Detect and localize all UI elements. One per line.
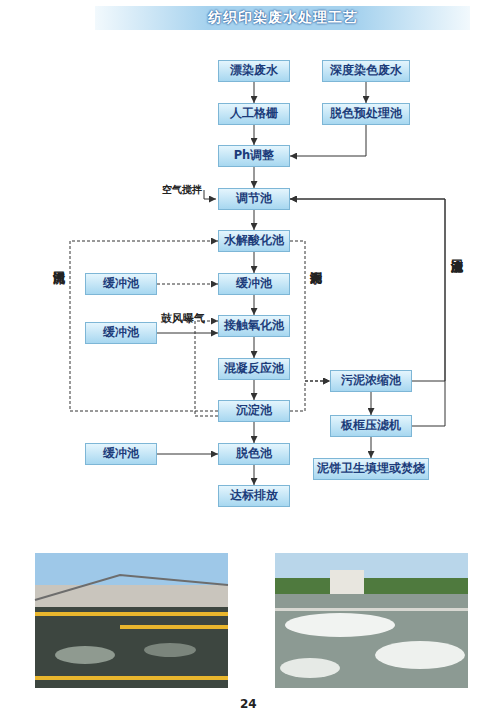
process-box: 泥饼卫生填埋或焚烧 — [313, 458, 429, 480]
box-label: 达标排放 — [230, 490, 278, 502]
process-box: 缓冲池 — [85, 443, 157, 465]
box-label: 混凝反应池 — [224, 363, 284, 375]
flow-arrow — [157, 454, 218, 455]
process-box: 深度染色废水 — [322, 60, 410, 82]
process-box: 接触氧化池 — [218, 315, 290, 337]
photo-sky — [275, 553, 468, 688]
process-box: 脱色池 — [218, 443, 290, 465]
flow-arrow — [290, 199, 445, 426]
flow-arrow — [195, 321, 218, 416]
process-box: 漂染废水 — [218, 60, 290, 82]
process-box: 调节池 — [218, 188, 290, 210]
photo-trees — [275, 578, 468, 594]
box-label: 污泥浓缩池 — [341, 375, 401, 387]
process-note: 空气搅拌 — [162, 183, 202, 197]
process-box: 沉淀池 — [218, 400, 290, 422]
process-box: 脱色预处理池 — [322, 103, 410, 125]
flow-arrow — [254, 125, 255, 145]
box-label: 缓冲池 — [236, 278, 272, 290]
photo-tank-water — [35, 607, 228, 688]
connector-layer — [70, 82, 445, 485]
photo-railing — [35, 612, 228, 616]
process-box: 板框压滤机 — [330, 415, 412, 437]
flow-arrow — [371, 437, 372, 458]
process-box: 达标排放 — [218, 485, 290, 507]
page-number: 24 — [240, 697, 257, 711]
photo-railing — [35, 676, 228, 680]
photo-treatment-plant — [35, 553, 228, 688]
flow-arrow — [254, 252, 255, 273]
flow-arrow — [254, 422, 255, 443]
box-label: 缓冲池 — [103, 327, 139, 339]
photo-aeration-pool — [275, 553, 468, 688]
photo-walkway — [275, 608, 468, 611]
process-box: 水解酸化池 — [218, 230, 290, 252]
box-label: 泥饼卫生填埋或焚烧 — [317, 463, 425, 475]
flow-arrow — [254, 82, 255, 103]
photo-pool — [275, 594, 468, 688]
process-box: 缓冲池 — [85, 273, 157, 295]
flow-arrow — [371, 392, 372, 415]
photo-foam — [144, 643, 196, 657]
photo-railing — [120, 625, 228, 629]
box-label: 调节池 — [236, 193, 272, 205]
box-label: 板框压滤机 — [341, 420, 401, 432]
flow-arrow — [70, 241, 218, 411]
flow-arrow — [290, 381, 330, 411]
flow-arrow — [254, 167, 255, 188]
process-box: Ph调整 — [218, 145, 290, 167]
flow-arrow — [157, 284, 218, 285]
flow-arrow — [254, 295, 255, 315]
flow-arrow — [290, 125, 366, 156]
box-label: 沉淀池 — [236, 405, 272, 417]
box-label: 深度染色废水 — [330, 65, 402, 77]
photo-sky — [35, 553, 228, 688]
flow-arrow — [254, 210, 255, 230]
box-label: 缓冲池 — [103, 448, 139, 460]
box-label: Ph调整 — [234, 150, 275, 162]
photo-building — [330, 570, 364, 594]
box-label: 漂染废水 — [230, 65, 278, 77]
photo-building — [35, 585, 228, 607]
flow-arrow — [254, 465, 255, 485]
edge-label: 鼓风曝气 — [161, 313, 205, 325]
process-box: 人工格栅 — [218, 103, 290, 125]
photo-foam — [375, 641, 465, 669]
box-label: 脱色池 — [236, 448, 272, 460]
box-label: 水解酸化池 — [224, 235, 284, 247]
flow-arrow — [290, 241, 330, 381]
box-label: 缓冲池 — [103, 278, 139, 290]
process-box: 缓冲池 — [218, 273, 290, 295]
photo-foam — [55, 646, 115, 664]
flow-arrow — [254, 337, 255, 358]
process-box: 混凝反应池 — [218, 358, 290, 380]
photo-foam — [280, 658, 340, 678]
flow-arrow — [290, 199, 445, 381]
flow-arrow — [157, 333, 218, 334]
flow-arrow — [254, 380, 255, 400]
box-label: 接触氧化池 — [224, 320, 284, 332]
photo-roof-truss — [35, 575, 228, 600]
flow-arrow — [366, 82, 367, 103]
air-stir-arrow — [204, 190, 216, 199]
photo-foam — [285, 613, 395, 637]
process-box: 污泥浓缩池 — [330, 370, 412, 392]
diagram-title: 纺织印染废水处理工艺 — [95, 7, 470, 29]
box-label: 脱色预处理池 — [330, 108, 402, 120]
box-label: 人工格栅 — [230, 108, 278, 120]
process-box: 缓冲池 — [85, 322, 157, 344]
title-banner — [95, 6, 470, 30]
